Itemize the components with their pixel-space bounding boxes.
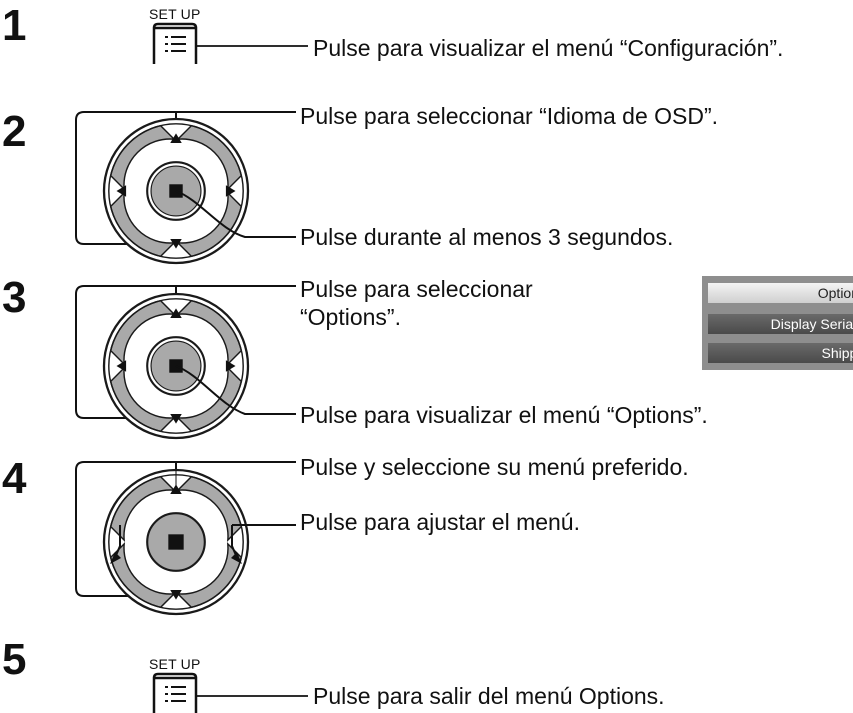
options-menu-preview: Options Display Serial Nu Shipping <box>702 276 853 370</box>
step-3-updown-description-line2: “Options”. <box>300 304 401 330</box>
directional-pad-icon-3 <box>75 285 296 440</box>
step-4-updown-description: Pulse y seleccione su menú preferido. <box>300 454 689 480</box>
step-number-5: 5 <box>2 635 27 684</box>
step-number-1: 1 <box>2 1 27 50</box>
step-number-4: 4 <box>2 454 27 503</box>
step-5-description: Pulse para salir del menú Options. <box>313 683 665 709</box>
directional-pad-icon-2 <box>75 111 296 265</box>
options-menu-item-shipping: Shipping <box>708 343 853 363</box>
setup-button-icon-1 <box>152 22 308 64</box>
step-4-leftright-description: Pulse para ajustar el menú. <box>300 509 580 535</box>
step-1-description: Pulse para visualizar el menú “Configura… <box>313 35 784 61</box>
options-menu-item-options: Options <box>708 283 853 303</box>
step-number-2: 2 <box>2 107 27 156</box>
directional-pad-icon-4 <box>75 461 296 616</box>
step-3-center-description: Pulse para visualizar el menú “Options”. <box>300 402 708 428</box>
step-2-updown-description: Pulse para seleccionar “Idioma de OSD”. <box>300 103 719 129</box>
setup-button-label-5: SET UP <box>149 656 201 672</box>
setup-button-label-1: SET UP <box>149 6 201 22</box>
step-2-center-description: Pulse durante al menos 3 segundos. <box>300 224 674 250</box>
step-number-3: 3 <box>2 273 27 322</box>
step-3-updown-description-line1: Pulse para seleccionar <box>300 276 533 302</box>
options-menu-item-display-serial: Display Serial Nu <box>708 314 853 334</box>
setup-button-icon-5 <box>152 672 308 713</box>
